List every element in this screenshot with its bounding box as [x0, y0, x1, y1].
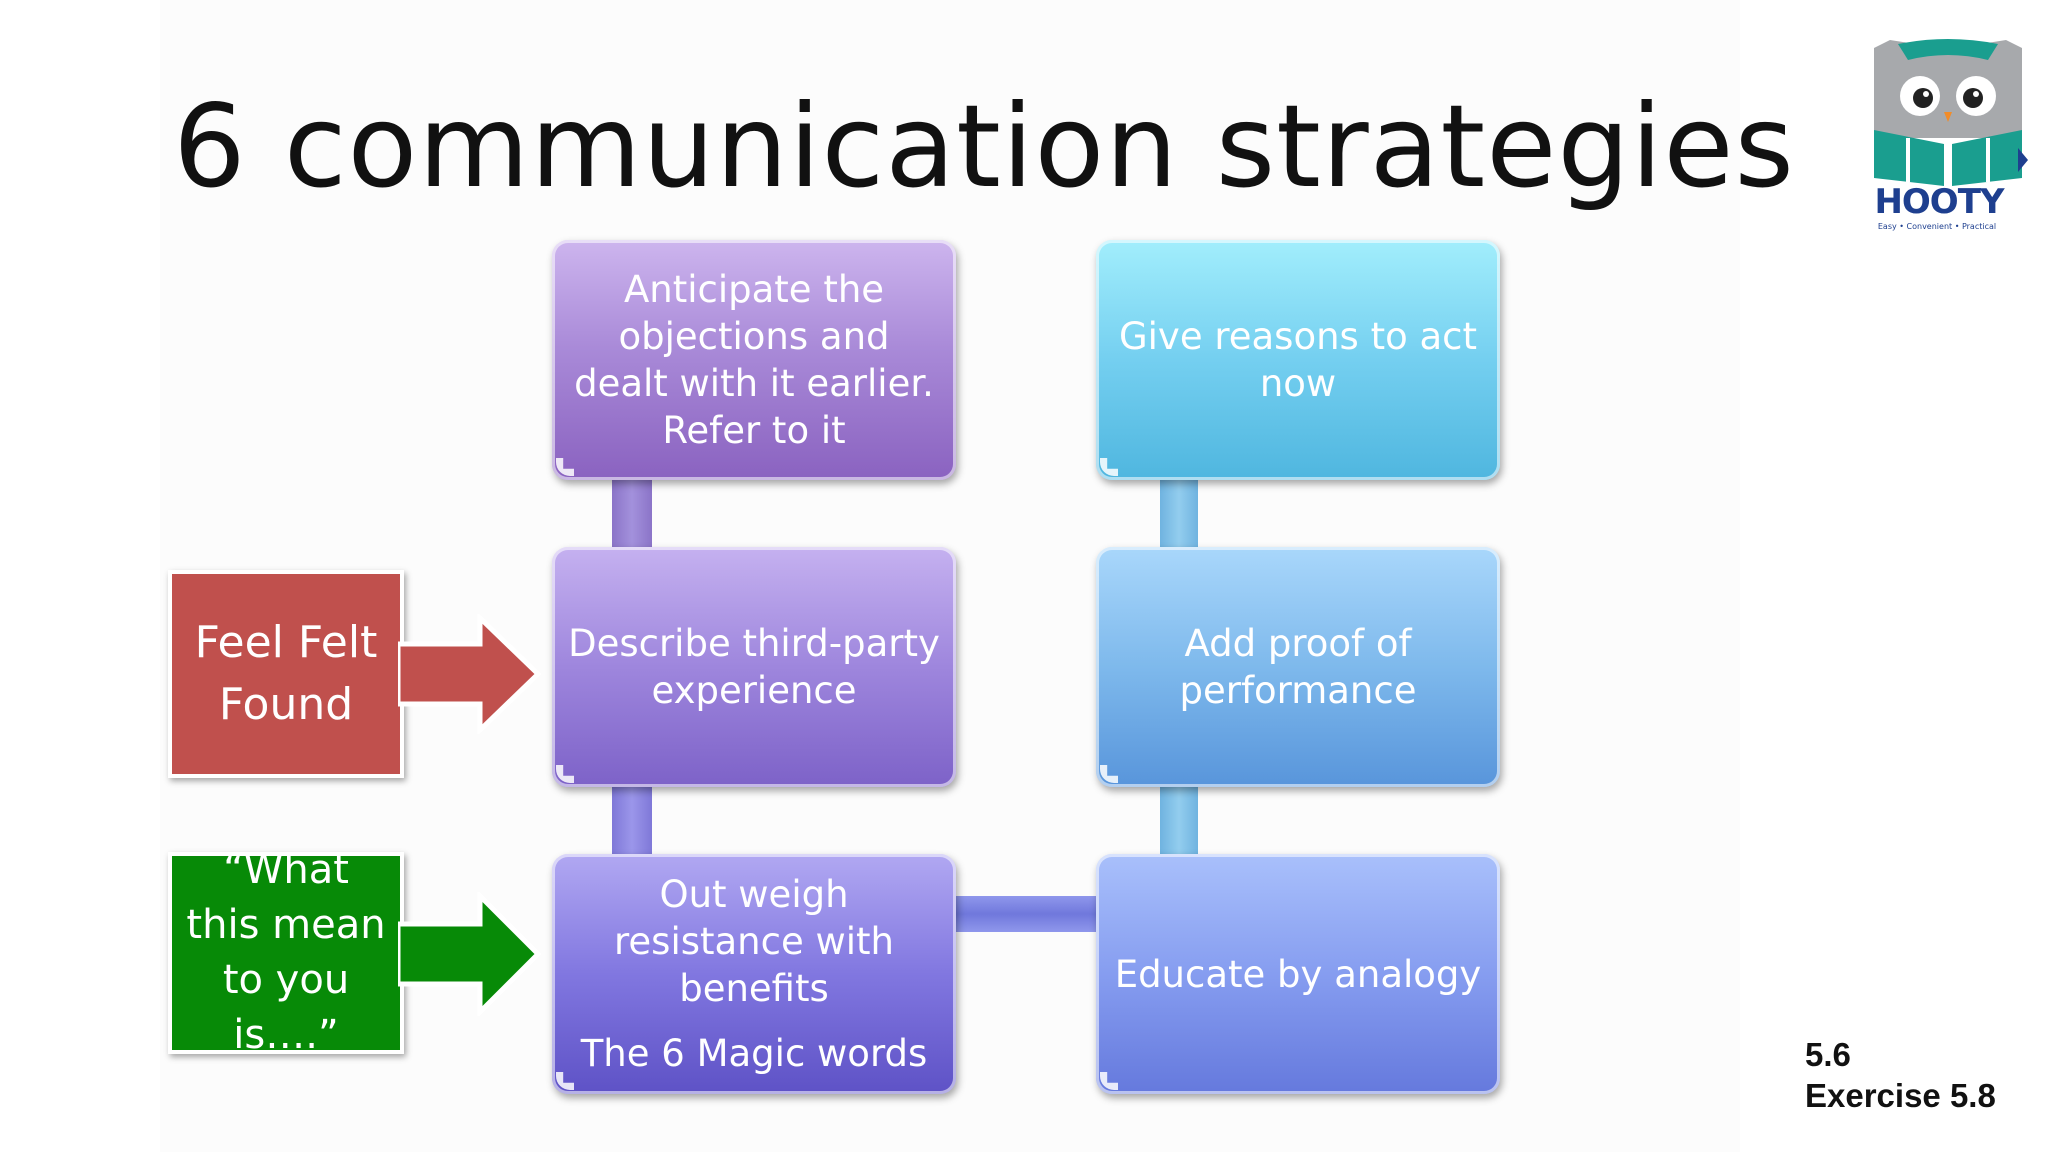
- strategy-label: Give reasons to act now: [1118, 315, 1478, 405]
- exercise-reference: 5.6 Exercise 5.8: [1805, 1034, 1996, 1116]
- connector-anticipate-to-third-party: [612, 478, 652, 548]
- arrow-right-red-icon: [398, 614, 542, 734]
- box-corner-decoration: [556, 1072, 574, 1090]
- logo-name: HOOTY: [1874, 182, 2004, 222]
- section-number: 5.6: [1805, 1036, 1851, 1073]
- hooty-owl-logo-icon: [1874, 39, 2028, 186]
- strategy-label: Add proof of performance: [1179, 622, 1417, 712]
- slide-title-text: 6 communication strategies: [173, 80, 1795, 213]
- connector-proof-to-analogy: [1160, 786, 1198, 856]
- strategy-label: Educate by analogy: [1114, 952, 1482, 996]
- arrow-right-green-icon: [398, 892, 542, 1016]
- side-box-label: “What this mean to you is….”: [186, 852, 386, 1054]
- strategy-sublabel: The 6 Magic words: [580, 1032, 928, 1075]
- side-box-label: Feel Felt Found: [194, 617, 378, 730]
- box-corner-decoration: [556, 458, 574, 476]
- connector-reasons-to-proof: [1160, 478, 1198, 548]
- exercise-number: Exercise 5.8: [1805, 1077, 1996, 1114]
- strategy-box-third-party-experience: Describe third-party experience: [552, 547, 956, 787]
- box-corner-decoration: [1100, 765, 1118, 783]
- strategy-box-educate-by-analogy: Educate by analogy: [1096, 854, 1500, 1094]
- connector-third-party-to-outweigh: [612, 786, 652, 856]
- strategy-box-anticipate-objections: Anticipate the objections and dealt with…: [552, 240, 956, 480]
- side-box-feel-felt-found: Feel Felt Found: [168, 570, 404, 778]
- slide-title: 6 communication strategies: [0, 82, 2048, 212]
- box-corner-decoration: [1100, 458, 1118, 476]
- strategy-box-outweigh-resistance: Out weigh resistance with benefits The 6…: [552, 854, 956, 1094]
- strategy-box-reasons-to-act-now: Give reasons to act now: [1096, 240, 1500, 480]
- strategy-label: Describe third-party experience: [568, 622, 940, 712]
- side-box-what-this-means: “What this mean to you is….”: [168, 852, 404, 1054]
- box-corner-decoration: [1100, 1072, 1118, 1090]
- strategy-label: Out weigh resistance with benefits: [614, 873, 894, 1010]
- strategy-box-proof-of-performance: Add proof of performance: [1096, 547, 1500, 787]
- strategy-label: Anticipate the objections and dealt with…: [574, 268, 934, 452]
- box-corner-decoration: [556, 765, 574, 783]
- logo-tagline: Easy • Convenient • Practical: [1877, 222, 1997, 231]
- connector-outweigh-to-analogy: [956, 896, 1098, 932]
